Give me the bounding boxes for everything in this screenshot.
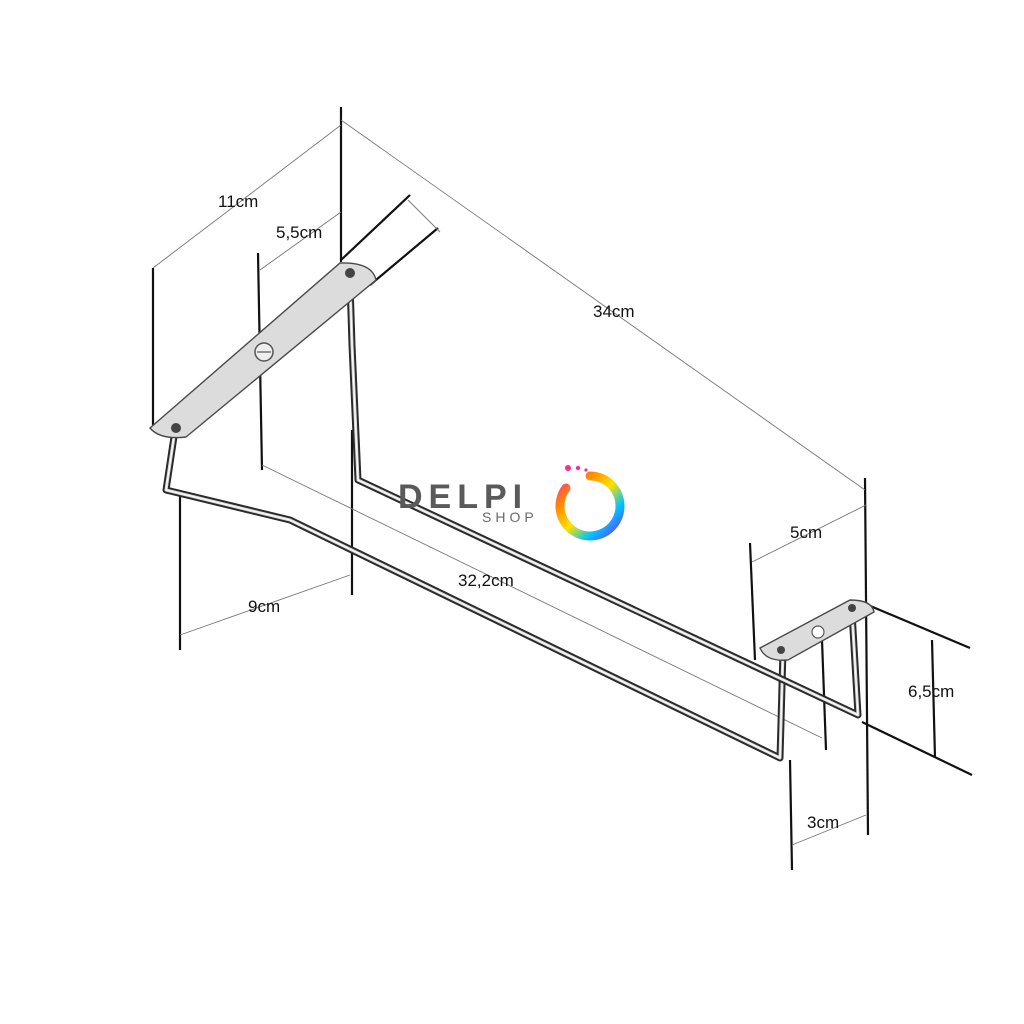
dimension-lines: [151, 107, 973, 871]
logo-main-text: DELPI: [398, 478, 528, 516]
dim-rail-gap: 3cm: [807, 813, 839, 832]
dim-plate-offset: 5,5cm: [276, 223, 322, 242]
wire-frame: [162, 279, 862, 762]
dim-height: 6,5cm: [908, 682, 954, 701]
front-mounting-plate: [149, 262, 377, 439]
dim-length-total: 34cm: [593, 302, 635, 321]
dim-width-total: 11cm: [218, 192, 258, 211]
dim-front-width: 9cm: [248, 597, 280, 616]
screw-hole-back: [811, 625, 825, 639]
dimension-labels: 11cm 5,5cm 34cm 32,2cm 9cm 5cm 6,5cm 3cm: [218, 192, 954, 832]
back-mounting-plate: [759, 599, 875, 661]
dim-inner-length: 32,2cm: [458, 571, 514, 590]
delpi-shop-logo: DELPI SHOP: [398, 465, 625, 541]
dim-back-plate-width: 5cm: [790, 523, 822, 542]
logo-ring-icon: [555, 465, 625, 541]
logo-sub-text: SHOP: [482, 509, 538, 525]
